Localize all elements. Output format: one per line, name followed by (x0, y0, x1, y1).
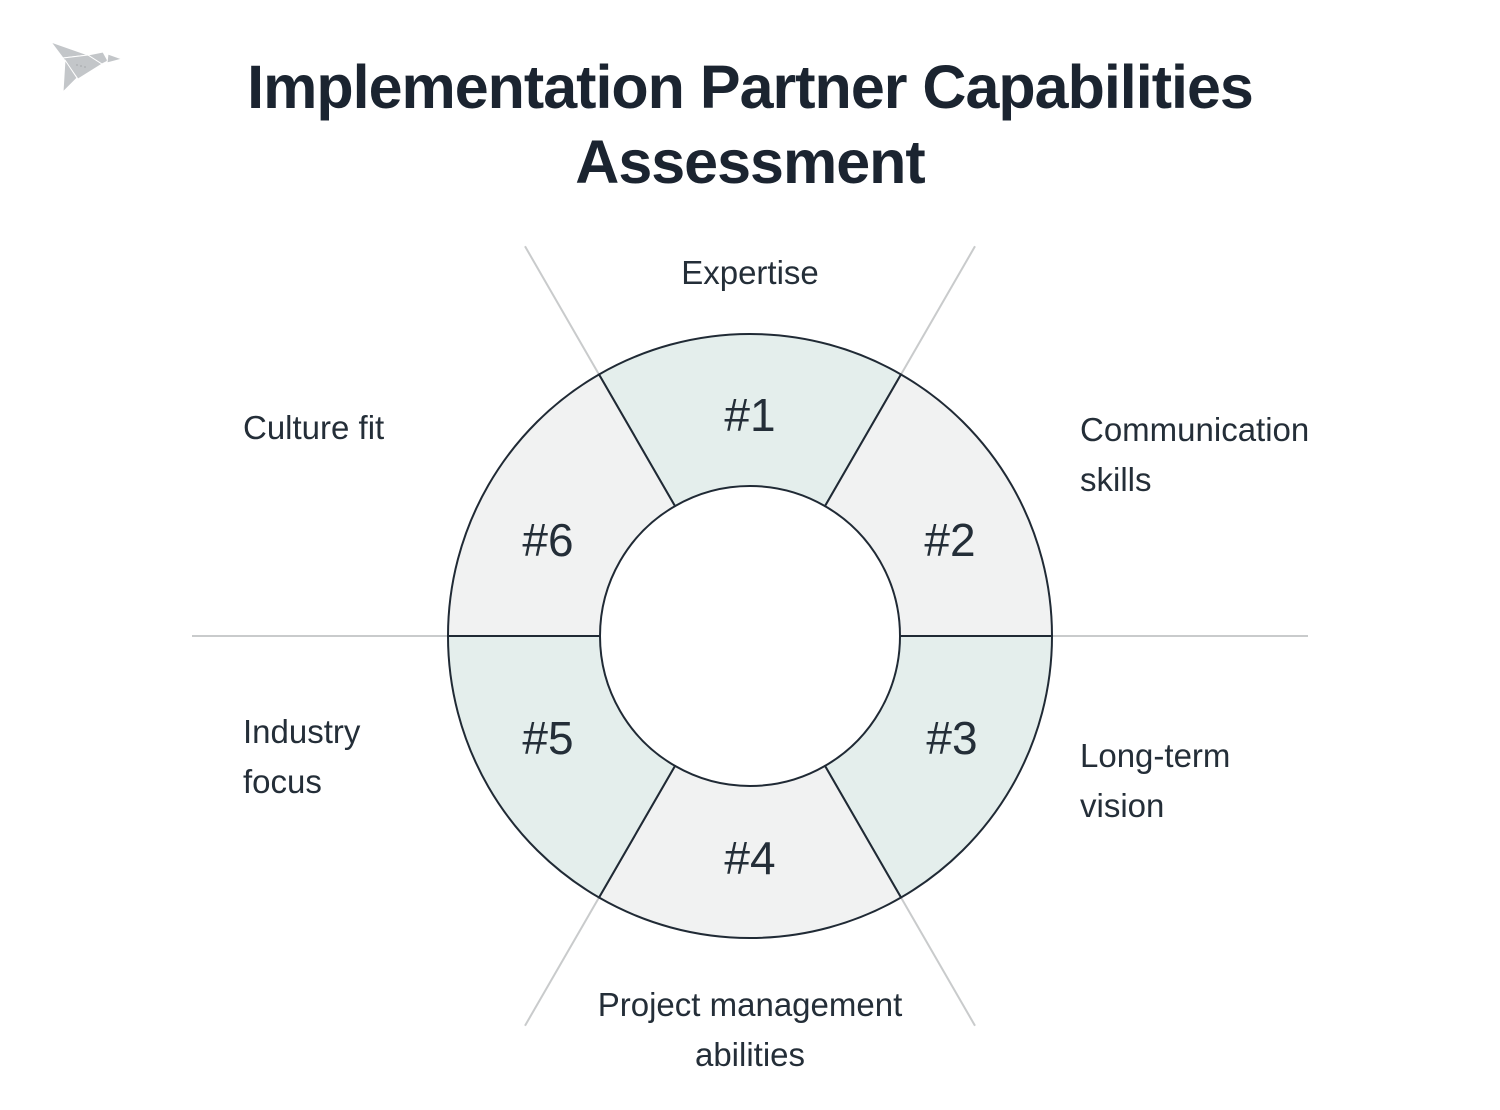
segment-number-3: #3 (926, 712, 978, 764)
donut-segment-1 (598, 332, 902, 508)
segment-label-communication: Communication skills (1080, 411, 1310, 498)
title-line-1: Implementation Partner Capabilities (247, 53, 1254, 121)
segment-number-5: #5 (522, 712, 574, 764)
segment-label-culture: Culture fit (243, 409, 385, 446)
bird-tail (62, 59, 78, 93)
guide-line (524, 245, 600, 375)
segment-label-long-term: Long-term vision (1080, 737, 1231, 824)
segment-number-2: #2 (924, 514, 976, 566)
guide-line (900, 897, 976, 1027)
guide-line (524, 897, 600, 1027)
bird-beak (106, 53, 122, 64)
donut-segment-2 (824, 373, 1053, 637)
segment-label-industry: Industry focus (243, 713, 361, 800)
donut-segment-4 (598, 764, 902, 940)
page-title: Implementation Partner Capabilities Asse… (0, 50, 1500, 200)
guide-line (900, 245, 976, 375)
donut-segment-5 (447, 635, 676, 899)
donut-segment-3 (824, 635, 1053, 899)
donut-segment-6 (447, 373, 676, 637)
segment-label-expertise: Expertise (681, 254, 819, 291)
segment-number-1: #1 (724, 389, 776, 441)
segment-label-project: Project management abilities (597, 986, 903, 1073)
origami-bird-logo (50, 41, 122, 93)
segment-number-6: #6 (522, 514, 574, 566)
title-line-2: Assessment (575, 128, 925, 196)
segment-number-4: #4 (724, 832, 776, 884)
